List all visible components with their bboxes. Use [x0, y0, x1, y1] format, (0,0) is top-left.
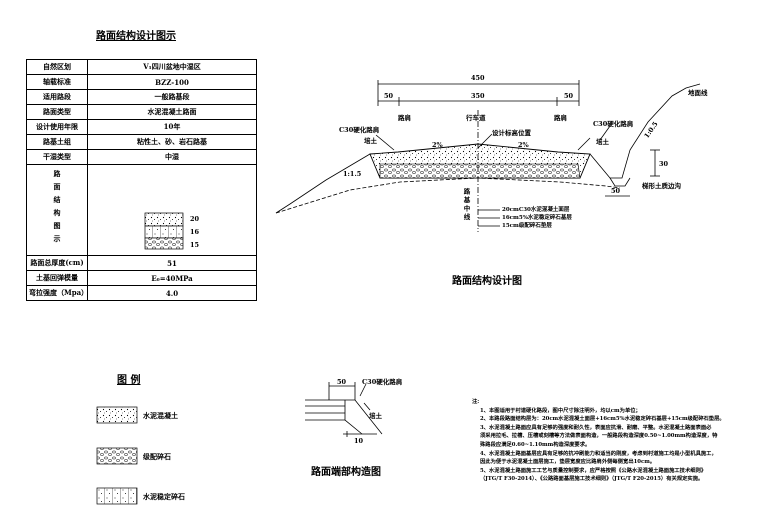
legend-swatch-cement	[96, 487, 138, 505]
table-key: 弯拉强度（Mpa）	[26, 285, 88, 301]
note-item: 须采用拉毛、拉槽、压槽或刻槽等方法做表面构造，一般路段构造深度0.50~1.00…	[480, 433, 718, 440]
cross-slope-right: 2%	[518, 141, 529, 149]
label-fill-right: 培土	[596, 138, 609, 146]
layer-thickness-3: 15	[190, 241, 200, 249]
label-lane: 行车道	[466, 114, 486, 122]
note-item: 3、水泥混凝土路面应具有足够的强度和耐久性，表面应抗滑、耐磨、平整。水泥混凝土路…	[480, 424, 712, 431]
cross-slope-left: 2%	[432, 141, 443, 149]
end-dim-bottom: 10	[354, 437, 364, 445]
table-value: 4.0	[87, 285, 257, 301]
dim-height: 30	[659, 160, 669, 168]
label-fill-left: 培土	[364, 137, 377, 145]
legend-label-cement: 水泥稳定碎石	[143, 492, 185, 501]
note-item: （JTG/T F30-2014）、《公路路面基层施工技术细则》（JTG/T F2…	[480, 476, 704, 483]
layer-graded-gravel	[144, 237, 184, 250]
note-item: 5、水泥混凝土路面施工工艺与质量控制要求，应严格按照《公路水泥混凝土路面施工技术…	[480, 467, 707, 474]
cross-section	[275, 80, 701, 232]
dim-ditch: 50	[611, 187, 621, 195]
label-left-shoulder: 路肩	[398, 114, 411, 122]
slope-left: 1:1.5	[343, 170, 362, 178]
structure-key: 路面结构图示	[53, 170, 62, 248]
label-c30-left: C30硬化路肩	[339, 126, 380, 134]
legend-title: 图 例	[117, 375, 141, 386]
label-c30-right: C30硬化路肩	[593, 120, 634, 128]
legend-label-gravel: 级配碎石	[143, 452, 171, 461]
layer-label-1: 20cmC30水泥混凝土面层	[502, 207, 570, 213]
legend-swatch-gravel	[96, 447, 138, 465]
end-label-fill: 培土	[369, 412, 382, 420]
note-item: 4、水泥混凝土路面基层应具有足够的抗冲刷能力和适当的刚度，考虑到村道施工均是小型…	[480, 450, 717, 457]
layer-label-2: 16cm5%水泥稳定碎石基层	[502, 215, 572, 221]
notes-block: 注: 1、本图适用于村道硬化路段，图中尺寸除注明外，均以cm为单位； 2、本路段…	[472, 398, 752, 484]
legend-label-concrete: 水泥混凝土	[143, 411, 178, 420]
layer-concrete	[144, 212, 184, 227]
dim-total: 450	[471, 74, 485, 82]
note-item: 1、本图适用于村道硬化路段，图中尺寸除注明外，均以cm为单位；	[480, 407, 641, 414]
label-right-shoulder: 路肩	[554, 114, 567, 122]
layer-cement-gravel	[144, 225, 184, 239]
layer-thickness-1: 20	[190, 215, 200, 223]
note-item: 因此为便于水泥混凝土面层施工，垫层宽度应比路肩外侧每侧宽出10cm。	[480, 459, 656, 466]
label-design-elev: 设计标高位置	[492, 129, 531, 137]
end-dim-top: 50	[337, 378, 347, 386]
page-title: 路面结构设计图示	[96, 31, 176, 42]
dim-left: 50	[384, 92, 394, 100]
end-detail-caption: 路面端部构造图	[311, 467, 381, 478]
cross-section-caption: 路面结构设计图	[452, 276, 522, 287]
note-item: 殊路段应满足0.60~1.10mm构造深度要求。	[480, 441, 591, 448]
legend-swatch-concrete	[96, 406, 138, 424]
end-label-c30: C30硬化路肩	[362, 378, 403, 386]
structure-layers	[144, 212, 184, 250]
centerline-label: 路基中线	[462, 188, 470, 222]
dim-mid: 350	[471, 92, 485, 100]
end-detail-drawing	[305, 382, 383, 437]
notes-heading: 注:	[472, 399, 480, 405]
dim-right: 50	[564, 92, 574, 100]
layer-thickness-2: 16	[190, 228, 200, 236]
layer-label-3: 15cm级配碎石垫层	[502, 223, 552, 229]
ground-line-label: 地面线	[688, 89, 708, 97]
ditch-label: 梯形土质边沟	[642, 182, 681, 190]
note-item: 2、本路段路面结构层为：20cm水泥混凝土面层+16cm5%水泥稳定碎石基层+1…	[480, 416, 725, 423]
